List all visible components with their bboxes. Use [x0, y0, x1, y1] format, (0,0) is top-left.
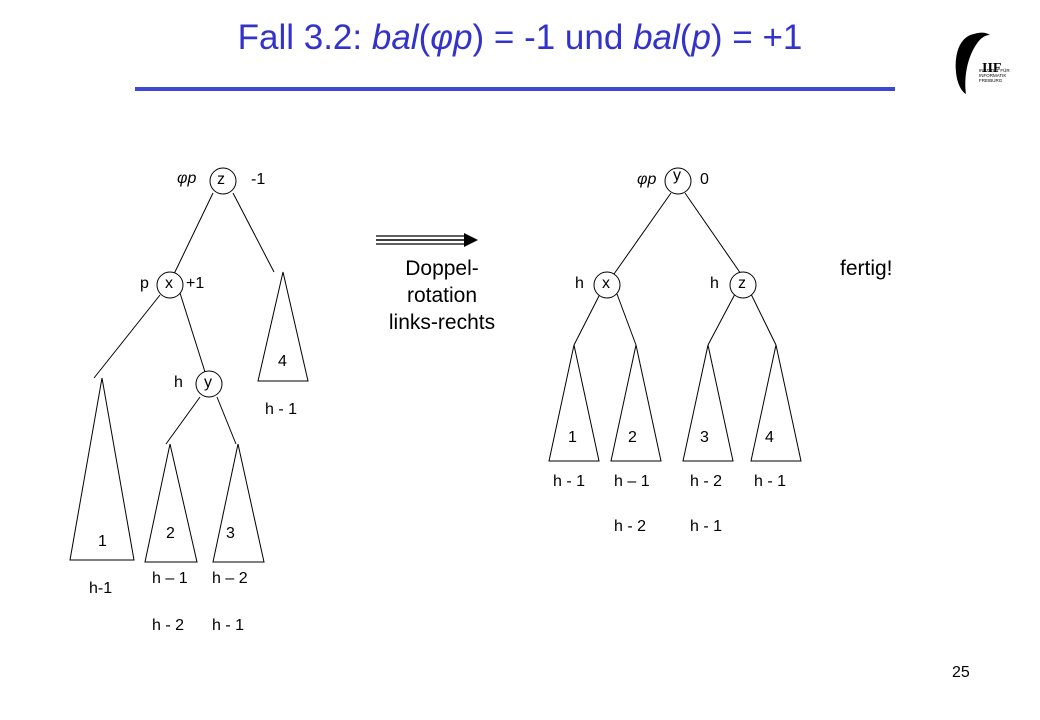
right-node-x	[593, 271, 621, 299]
rotation-caption: Doppel- rotation links-rechts	[362, 255, 522, 336]
caption-line-3: links-rechts	[388, 311, 496, 334]
left-node-x	[156, 271, 184, 299]
arrow-head	[464, 233, 478, 247]
left-subtree-3-height-a: h – 2	[212, 570, 248, 587]
edge-rz-t3	[707, 293, 736, 346]
edge-x-y	[179, 292, 206, 373]
left-node-x-balance: +1	[186, 275, 205, 292]
title-paren-1: (	[418, 18, 431, 57]
edge-y-t3	[216, 396, 237, 445]
edge-z-x	[173, 192, 214, 275]
right-subtree-2-height-b: h - 2	[614, 518, 647, 535]
caption-line-2: rotation	[406, 284, 478, 307]
edge-rx-t1	[573, 293, 601, 346]
left-node-y	[195, 370, 223, 398]
left-subtree-3	[212, 443, 265, 563]
logo-institute-text: INSTITUT FÜR INFORMATIK FREIBURG	[979, 68, 1010, 84]
edge-ry-rz	[684, 192, 742, 275]
right-subtree-4	[750, 344, 802, 462]
right-node-z-label: z	[738, 275, 746, 292]
left-subtree-1	[69, 377, 135, 561]
edge-ry-rx	[613, 192, 672, 275]
left-node-z-name: φp	[177, 170, 197, 187]
title-paren-2: (	[679, 18, 692, 57]
title-p: p	[691, 18, 711, 57]
left-subtree-2-height-b: h - 2	[152, 617, 185, 634]
left-node-x-label: x	[165, 275, 173, 292]
title-middle: ) = -1 und	[472, 18, 634, 57]
right-subtree-2-height-a: h – 1	[614, 473, 650, 490]
iif-logo-icon: IIF	[955, 32, 1001, 94]
logo-letters: IIF	[982, 61, 1001, 76]
left-subtree-2-height-a: h – 1	[152, 570, 188, 587]
page-number: 25	[952, 664, 970, 681]
right-node-y-label: y	[673, 167, 681, 184]
right-subtree-3-label: 3	[700, 429, 709, 446]
left-subtree-2-label: 2	[166, 525, 175, 542]
edge-rx-t2	[616, 293, 637, 346]
title-prefix: Fall 3.2:	[237, 18, 372, 57]
right-subtree-3	[682, 344, 734, 462]
right-node-z	[729, 271, 757, 299]
right-subtree-1	[548, 344, 600, 462]
right-subtree-3-height-b: h - 1	[690, 518, 723, 535]
left-subtree-1-label: 1	[98, 533, 107, 550]
right-subtree-3-height-a: h - 2	[690, 473, 723, 490]
right-subtree-4-label: 4	[765, 429, 774, 446]
left-subtree-4-label: 4	[278, 353, 287, 370]
done-label: fertig!	[840, 257, 893, 280]
edge-x-t1	[93, 294, 161, 379]
left-node-z-balance: -1	[251, 171, 266, 188]
left-subtree-2	[144, 443, 198, 563]
caption-line-1: Doppel-	[405, 257, 479, 280]
title-bal-1: bal	[371, 18, 419, 57]
title-phi-p: φp	[430, 18, 473, 57]
left-subtree-3-label: 3	[226, 525, 235, 542]
edge-rz-t4	[750, 293, 777, 346]
right-node-x-name: h	[575, 275, 584, 292]
edge-y-t2	[165, 396, 201, 445]
left-subtree-3-height-b: h - 1	[212, 617, 245, 634]
right-subtree-1-label: 1	[568, 429, 577, 446]
right-node-z-name: h	[710, 275, 719, 292]
right-subtree-2	[610, 344, 662, 462]
slide-title: Fall 3.2: bal(φp) = -1 und bal(p) = +1	[150, 18, 890, 58]
left-node-z	[209, 167, 237, 195]
right-node-y-balance: 0	[700, 171, 709, 188]
left-subtree-4-height: h - 1	[265, 401, 298, 418]
left-node-z-label: z	[217, 171, 225, 188]
right-node-y-name: φp	[637, 171, 657, 188]
right-subtree-4-height: h - 1	[754, 473, 787, 490]
right-node-y	[664, 167, 692, 195]
left-node-x-name: p	[140, 275, 149, 292]
title-bal-2: bal	[633, 18, 680, 57]
left-subtree-1-height: h-1	[89, 580, 113, 597]
edge-z-t4	[232, 192, 275, 273]
right-subtree-1-height: h - 1	[553, 473, 586, 490]
title-end: ) = +1	[710, 18, 803, 57]
title-underline	[135, 87, 895, 91]
left-subtree-4	[257, 271, 309, 382]
right-subtree-2-label: 2	[628, 429, 637, 446]
left-node-y-name: h	[174, 374, 183, 391]
left-node-y-label: y	[204, 374, 212, 391]
right-node-x-label: x	[602, 275, 610, 292]
